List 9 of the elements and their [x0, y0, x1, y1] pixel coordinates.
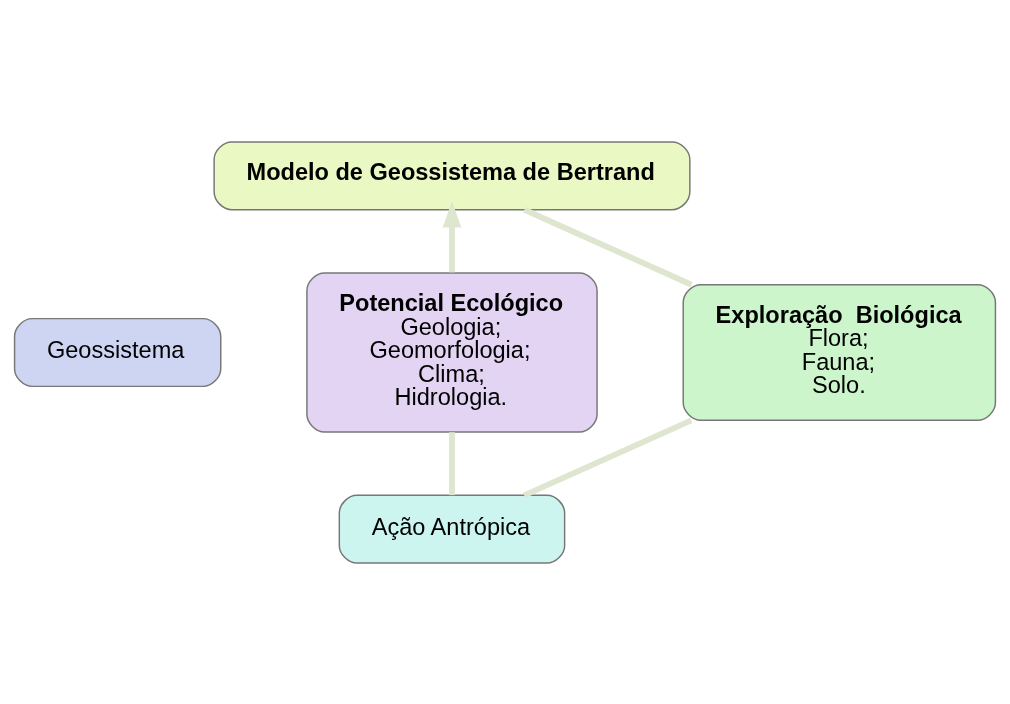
node-box: Exploração Biológica Flora; Fauna; Solo. [682, 283, 997, 421]
connector [523, 206, 693, 287]
arrow [442, 200, 462, 272]
connector [523, 417, 693, 498]
node-box: Geossistema [13, 317, 222, 387]
node-box: Ação Antrópica [338, 494, 566, 564]
node-box: Modelo de Geossistema de Bertrand [213, 140, 691, 210]
node-box: Potencial Ecológico Geologia; Geomorfologia; Clima; Hidrologia. [306, 271, 598, 433]
connector [449, 431, 455, 495]
